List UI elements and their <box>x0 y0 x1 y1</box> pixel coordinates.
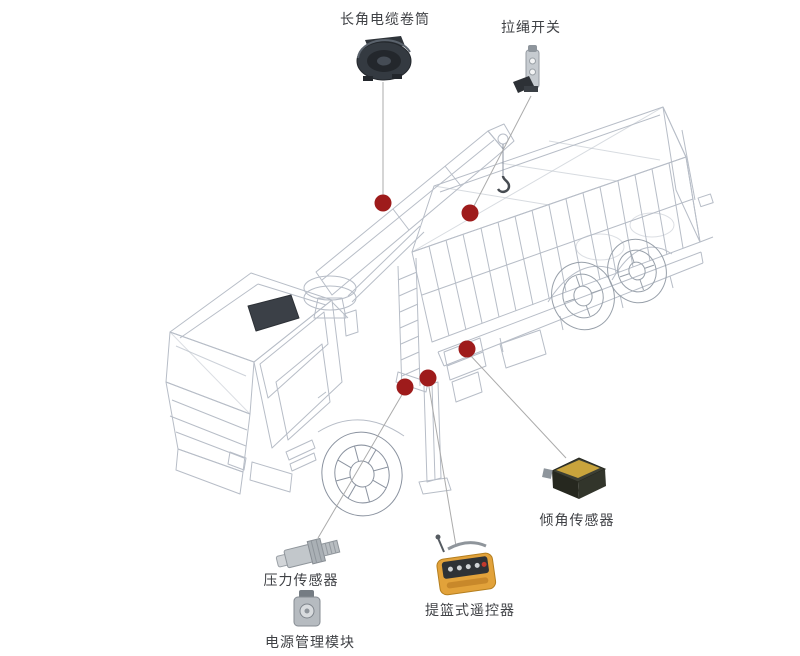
connector-line <box>473 95 532 207</box>
pressure-sensor-illustration <box>275 537 341 569</box>
label-pressure-sensor: 压力传感器 <box>263 572 339 588</box>
connector-line <box>469 354 567 459</box>
connector-line <box>428 386 457 547</box>
hotspot-marker[interactable] <box>458 340 476 358</box>
tilt-sensor-illustration <box>542 457 607 499</box>
pull-rope-switch-illustration <box>513 45 540 93</box>
component-illustrations <box>275 36 607 627</box>
remote-control-illustration <box>435 534 497 596</box>
hotspot-marker[interactable] <box>374 194 392 212</box>
label-cable-reel: 长角电缆卷筒 <box>340 11 430 27</box>
hotspot-marker[interactable] <box>396 378 414 396</box>
power-module-illustration <box>293 590 321 627</box>
connector-line <box>317 392 404 539</box>
label-tilt-sensor: 倾角传感器 <box>539 512 615 528</box>
hotspot-markers <box>374 194 479 396</box>
hotspot-marker[interactable] <box>461 204 479 222</box>
label-remote-control: 提篮式遥控器 <box>425 602 515 618</box>
hotspot-marker[interactable] <box>419 369 437 387</box>
truck-wireframe-illustration <box>165 106 714 517</box>
connector-lines <box>317 82 567 547</box>
label-pull-rope-switch: 拉绳开关 <box>501 19 561 35</box>
label-power-module: 电源管理模块 <box>265 634 355 650</box>
cable-reel-illustration <box>356 36 412 81</box>
